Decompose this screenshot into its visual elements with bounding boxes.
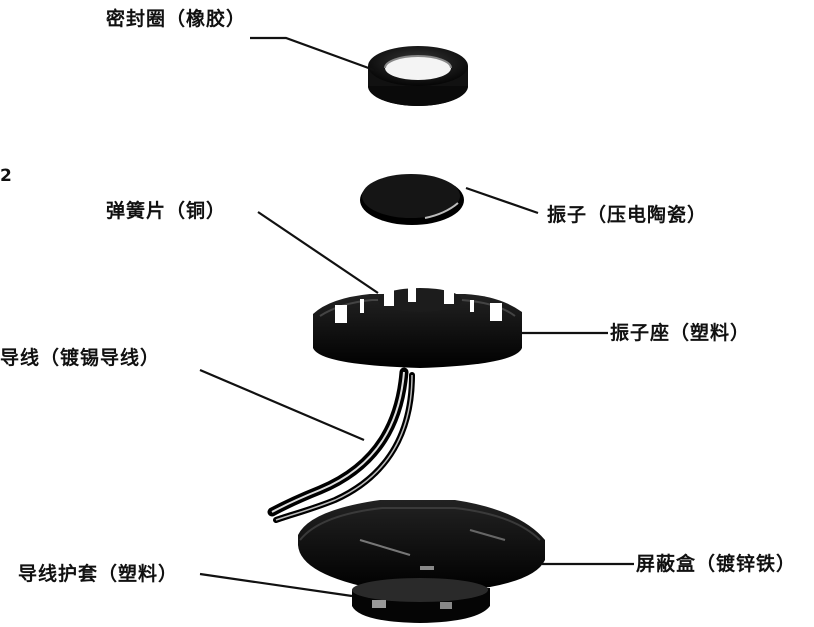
label-lead-wire: 导线（镀锡导线） bbox=[0, 347, 161, 369]
leader-vibrator bbox=[465, 186, 539, 215]
leader-lines bbox=[199, 36, 634, 598]
label-spring-plate: 弹簧片（铜） bbox=[106, 200, 227, 222]
seal-ring-part bbox=[368, 46, 468, 106]
figure-mark: 2 bbox=[0, 166, 12, 186]
wire-sheath-part bbox=[352, 578, 490, 623]
label-vibrator-seat: 振子座（塑料） bbox=[610, 322, 751, 344]
label-shield-box: 屏蔽盒（镀锌铁） bbox=[636, 553, 797, 575]
lead-wire-part bbox=[267, 367, 415, 523]
label-vibrator: 振子（压电陶瓷） bbox=[547, 204, 708, 226]
leader-spring-plate bbox=[257, 211, 379, 294]
label-seal-ring: 密封圈（橡胶） bbox=[106, 8, 247, 30]
leader-seal-ring bbox=[250, 36, 375, 72]
leader-lead-wire bbox=[199, 368, 365, 442]
label-wire-sheath: 导线护套（塑料） bbox=[18, 563, 179, 585]
shield-box-part bbox=[298, 500, 545, 590]
vibrator-part bbox=[360, 174, 464, 225]
vibrator-seat-part bbox=[313, 286, 522, 368]
leader-wire-sheath bbox=[199, 572, 353, 598]
